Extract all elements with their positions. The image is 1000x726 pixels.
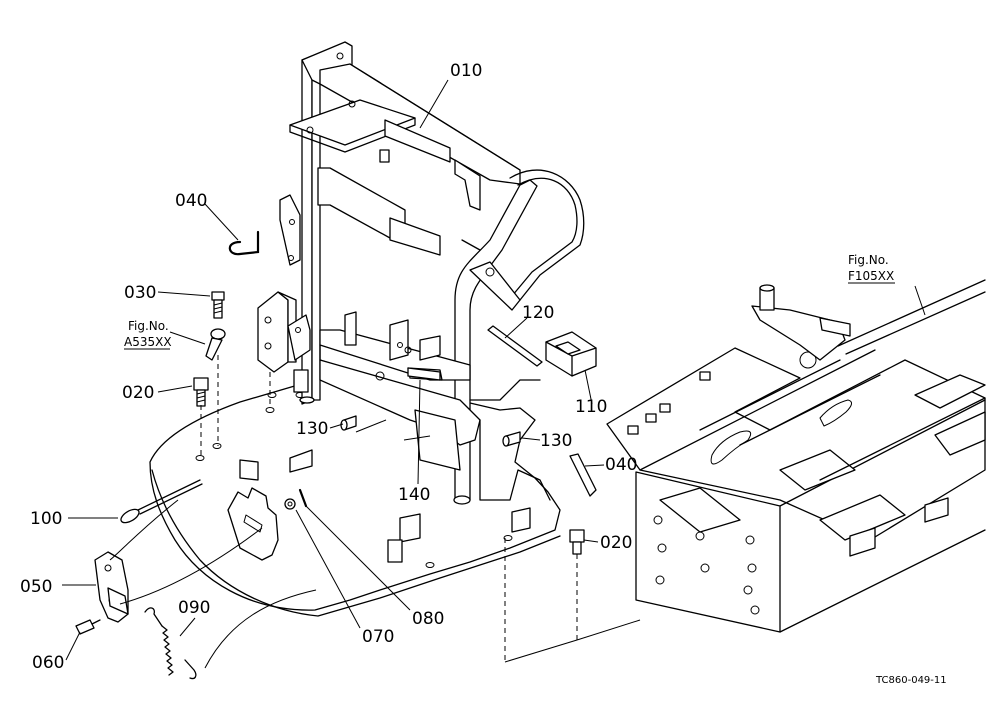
seat-frame <box>279 41 585 505</box>
ref-f105-value: F105XX <box>848 269 894 283</box>
callout-040-left: 040 <box>175 191 207 211</box>
callout-030: 030 <box>124 283 156 303</box>
ref-a535-value: A535XX <box>124 335 172 349</box>
floor-plate <box>149 369 561 617</box>
part-060-bolt <box>75 619 101 635</box>
callout-110: 110 <box>575 397 607 417</box>
callout-020-right: 020 <box>600 533 632 553</box>
part-130-left <box>340 415 357 431</box>
callout-070: 070 <box>362 627 394 647</box>
callout-040-right: 040 <box>605 455 637 475</box>
part-020-bolt-right <box>569 529 585 555</box>
figure-references: Fig.No. A535XX Fig.No. F105XX <box>124 253 895 350</box>
pin-a535 <box>205 328 226 361</box>
part-130-right <box>502 431 521 447</box>
part-030-bolt <box>211 291 225 319</box>
figure-code: TC860-049-11 <box>875 675 947 686</box>
leader-lines <box>62 79 926 661</box>
ref-a535-label: Fig.No. <box>128 319 169 333</box>
callout-060: 060 <box>32 653 64 673</box>
part-020-bolt-left <box>193 377 209 407</box>
chassis-frame <box>606 279 986 633</box>
callout-050: 050 <box>20 577 52 597</box>
part-070-washer <box>284 498 296 510</box>
callout-130-right: 130 <box>540 431 572 451</box>
part-040-tube-right <box>569 453 597 497</box>
part-090-spring <box>144 607 197 680</box>
ref-f105-label: Fig.No. <box>848 253 889 267</box>
callout-140: 140 <box>398 485 430 505</box>
callout-090: 090 <box>178 598 210 618</box>
part-080-pin <box>298 488 308 508</box>
callout-100: 100 <box>30 509 62 529</box>
callout-labels: 010 040 030 020 100 050 060 090 070 080 … <box>20 61 637 673</box>
callout-120: 120 <box>522 303 554 323</box>
part-040-clip-left <box>228 230 260 256</box>
callout-020-left: 020 <box>122 383 154 403</box>
part-120-rod <box>487 325 543 367</box>
latch-plate <box>227 487 279 561</box>
part-110-block <box>545 331 597 377</box>
callout-080: 080 <box>412 609 444 629</box>
callout-130-left: 130 <box>296 419 328 439</box>
part-050-lever <box>94 551 129 623</box>
bracket-left <box>257 291 311 393</box>
part-140-strip <box>407 367 441 381</box>
part-100-pin <box>120 479 203 524</box>
callout-010: 010 <box>450 61 482 81</box>
assembly-dash-lines <box>109 355 641 669</box>
